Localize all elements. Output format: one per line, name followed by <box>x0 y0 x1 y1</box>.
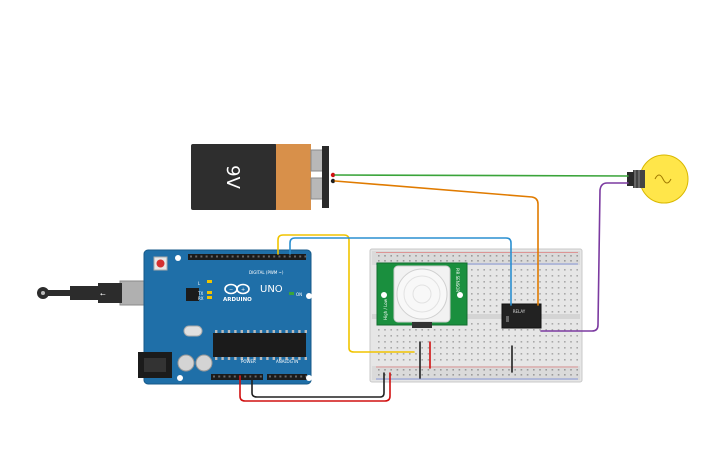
light-bulb[interactable] <box>627 154 689 204</box>
bulb-filament <box>654 174 672 184</box>
power-label: POWER <box>241 359 256 364</box>
wire-blue[interactable] <box>289 237 512 306</box>
tx-label: TX <box>197 291 203 296</box>
relay[interactable]: RELAY <box>501 303 542 329</box>
svg-text:−: − <box>229 287 233 293</box>
usb-icon: ⭠ <box>100 290 106 298</box>
l-label: L <box>198 281 201 286</box>
arduino-model: UNO <box>260 284 283 295</box>
capacitor-2 <box>195 354 213 372</box>
wire-orange[interactable] <box>334 180 539 306</box>
wire-red-power[interactable] <box>239 372 391 402</box>
battery-9v[interactable]: 9V <box>191 144 336 210</box>
pir-mount-hole-right <box>457 292 463 298</box>
battery-terminal-top <box>310 149 324 172</box>
pir-left-label: High / Low <box>383 298 388 320</box>
arduino-logo: − + <box>224 283 250 295</box>
wire-black-ground[interactable] <box>251 372 385 398</box>
usb-chip <box>186 288 199 301</box>
digital-label: DIGITAL (PWM ~) <box>249 270 284 275</box>
analog-label: ANALOG IN <box>276 359 298 364</box>
pir-right-label: PIR SENSOR <box>455 268 460 292</box>
crystal <box>183 325 203 337</box>
wire-green[interactable] <box>334 174 629 177</box>
battery-terminal-bottom <box>310 177 324 200</box>
usb-plug <box>98 283 122 303</box>
rx-label: RX <box>198 296 204 301</box>
battery-label-band <box>276 144 311 210</box>
power-header <box>211 374 263 380</box>
capacitor-1 <box>177 354 195 372</box>
arduino-brand: ARDUINO <box>223 297 252 303</box>
digital-header <box>188 254 307 260</box>
atmega-chip <box>213 333 306 357</box>
pir-mount-hole-left <box>381 292 387 298</box>
battery-body <box>191 144 277 210</box>
bulb-glass <box>639 154 689 204</box>
on-label: ON <box>296 292 302 297</box>
battery-connector <box>322 146 329 208</box>
svg-text:+: + <box>241 287 245 293</box>
wire-purple[interactable] <box>540 182 629 332</box>
wires <box>239 174 629 402</box>
pir-sensor[interactable]: High / Low PIR SENSOR <box>376 262 468 328</box>
relay-label: RELAY <box>513 309 526 314</box>
arduino-uno[interactable]: ⭠ L TX RX ON − + ARDUINO <box>37 249 312 385</box>
analog-header <box>267 374 308 380</box>
battery-voltage-label: 9V <box>222 165 243 189</box>
wire-yellow[interactable] <box>277 234 415 353</box>
usb-cable-head <box>70 286 100 300</box>
